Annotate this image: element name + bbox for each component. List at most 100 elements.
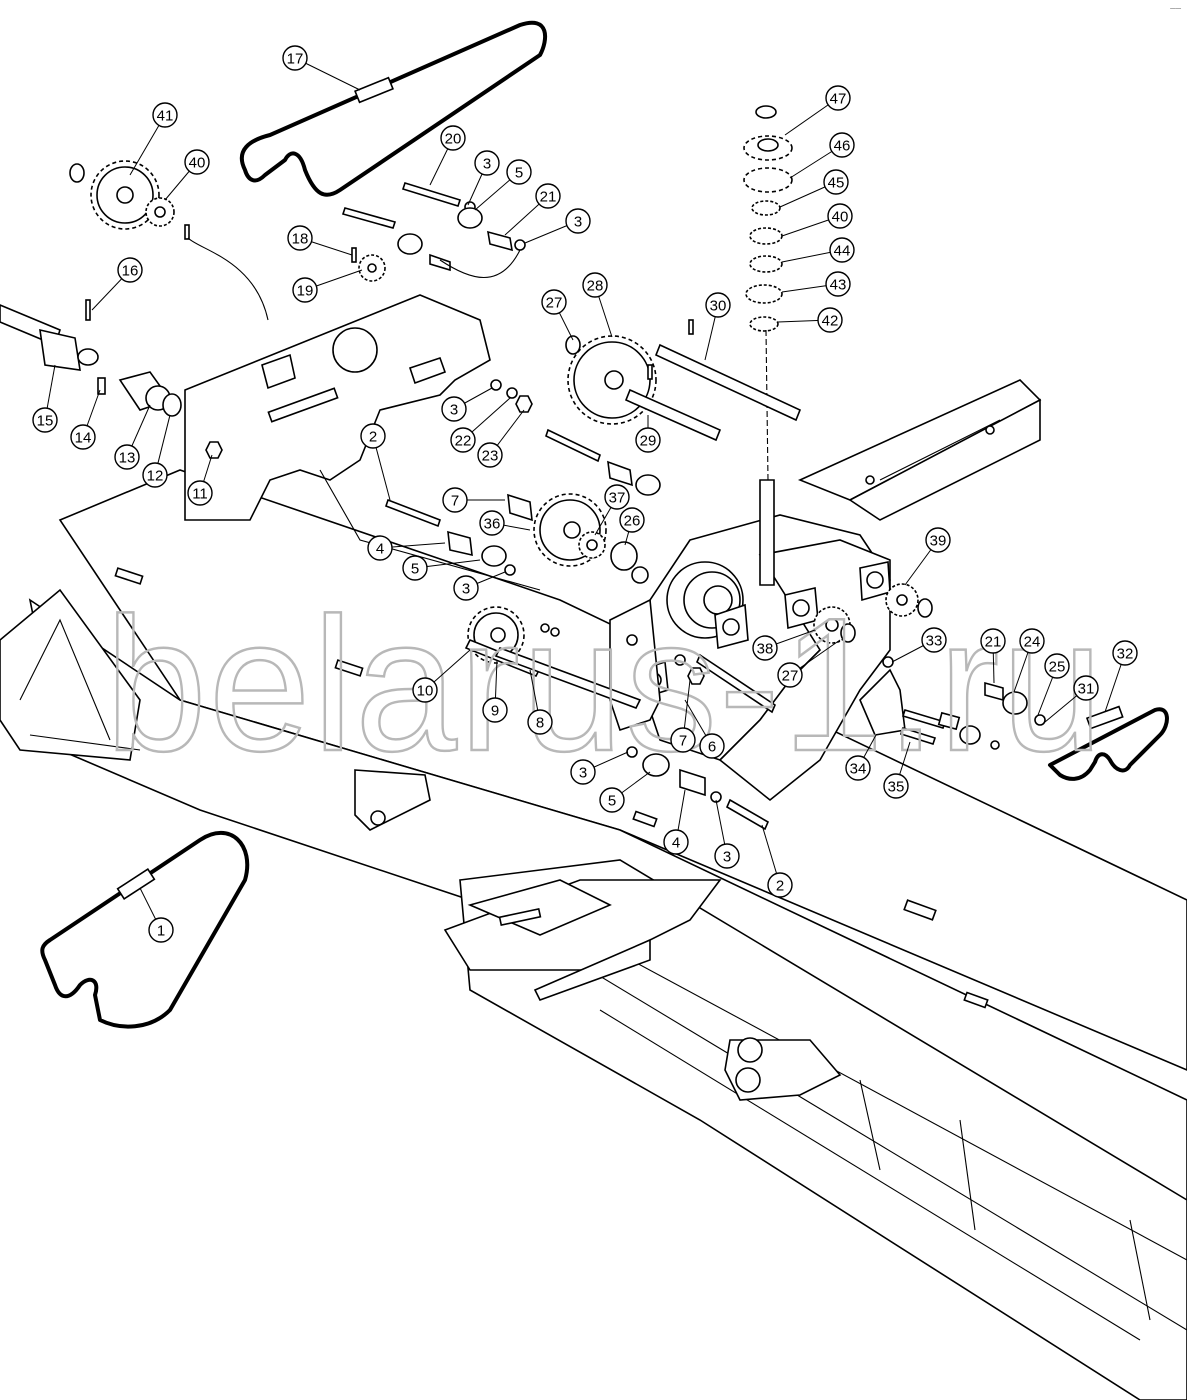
callout-c9: 9 (482, 659, 508, 723)
callout-label: 31 (1078, 681, 1095, 698)
callout-label: 41 (157, 108, 174, 125)
callout-label: 19 (297, 283, 314, 300)
callout-label: 33 (926, 633, 943, 650)
left-side-plate (184, 294, 541, 591)
callout-label: 16 (122, 263, 139, 280)
callout-label: 38 (757, 641, 774, 658)
callout-c34: 34 (845, 734, 877, 781)
callout-c21b: 21 (980, 628, 1006, 684)
callout-circle (142, 462, 168, 488)
callout-c3c: 3 (441, 387, 493, 422)
callout-label: 44 (834, 243, 851, 260)
callout-c2a: 2 (360, 423, 391, 501)
callout-circle (604, 484, 630, 510)
callout-label: 3 (723, 849, 731, 866)
callout-label: 42 (822, 313, 839, 330)
callout-label: 2 (776, 878, 784, 895)
callout-c30: 30 (704, 292, 731, 361)
callout-layer: 1741402035213181916151413121127283032223… (32, 45, 1138, 943)
callout-label: 26 (624, 513, 641, 530)
callout-c26: 26 (619, 507, 645, 546)
callout-circle (117, 257, 143, 283)
callout-circle (823, 169, 849, 195)
callout-circle (825, 85, 851, 111)
callout-circle (477, 442, 503, 468)
callout-c4a: 4 (367, 535, 446, 561)
callout-c27b: 27 (777, 639, 841, 688)
callout-c4b: 4 (663, 789, 689, 855)
sprocket-28 (567, 335, 657, 425)
callout-c43: 43 (781, 271, 851, 297)
callout-c15: 15 (32, 364, 58, 433)
shafts-and-fasteners (0, 163, 1046, 831)
callout-label: 32 (1117, 646, 1134, 663)
callout-label: 27 (782, 668, 799, 685)
callout-c3e: 3 (570, 751, 629, 785)
callout-label: 47 (830, 91, 847, 108)
callout-c16: 16 (91, 257, 143, 311)
callout-circle (442, 487, 468, 513)
callout-circle (184, 149, 210, 175)
callout-c41: 41 (129, 102, 178, 176)
callout-label: 3 (450, 402, 458, 419)
callout-circle (817, 307, 843, 333)
callout-circle (440, 125, 466, 151)
callout-c29: 29 (635, 415, 661, 453)
callout-c3a: 3 (467, 150, 500, 206)
callout-label: 1 (157, 923, 165, 940)
sprocket-40a (145, 197, 175, 227)
callout-label: 3 (462, 581, 470, 598)
callout-circle (506, 159, 532, 185)
callout-label: 5 (411, 561, 419, 578)
callout-circle (152, 102, 178, 128)
sprocket-41 (90, 160, 160, 230)
callout-label: 18 (292, 231, 309, 248)
callout-label: 17 (287, 51, 304, 68)
callout-circle (705, 292, 731, 318)
callout-c5a: 5 (474, 159, 532, 211)
callout-label: 21 (540, 189, 557, 206)
callout-label: 34 (850, 761, 867, 778)
callout-circle (980, 628, 1006, 654)
chain-17 (239, 20, 548, 197)
corner-mark: —– (1170, 4, 1181, 14)
callout-label: 28 (587, 278, 604, 295)
callout-label: 30 (710, 298, 727, 315)
callout-c31: 31 (1044, 675, 1099, 723)
callout-c40a: 40 (164, 149, 210, 201)
callout-c13: 13 (114, 404, 151, 470)
sprocket-19 (358, 254, 386, 282)
callout-label: 7 (679, 733, 687, 750)
callout-c23: 23 (477, 409, 525, 468)
callout-circle (527, 709, 553, 735)
callout-label: 37 (609, 490, 626, 507)
callout-label: 8 (536, 715, 544, 732)
callout-circle (1044, 653, 1070, 679)
callout-c45: 45 (779, 169, 849, 208)
callout-circle (187, 480, 213, 506)
callout-label: 9 (491, 703, 499, 720)
callout-circle (829, 237, 855, 263)
callout-circle (767, 872, 793, 898)
callout-circle (921, 627, 947, 653)
callout-circle (883, 773, 909, 799)
callout-label: 3 (579, 765, 587, 782)
callout-circle (541, 289, 567, 315)
callout-label: 12 (147, 468, 164, 485)
callout-label: 36 (484, 516, 501, 533)
callout-c20: 20 (429, 125, 466, 186)
callout-c25: 25 (1037, 653, 1070, 716)
callout-label: 10 (417, 683, 434, 700)
callout-label: 20 (445, 131, 462, 148)
callout-c19: 19 (292, 269, 363, 303)
callout-circle (670, 727, 696, 753)
callout-circle (474, 150, 500, 176)
callout-circle (619, 507, 645, 533)
chain-32 (1048, 705, 1169, 781)
callout-label: 4 (672, 835, 680, 852)
gearbox-housing (609, 379, 1042, 802)
callout-label: 24 (1024, 634, 1041, 651)
callout-circle (360, 423, 386, 449)
callout-label: 45 (828, 175, 845, 192)
callout-circle (535, 183, 561, 209)
